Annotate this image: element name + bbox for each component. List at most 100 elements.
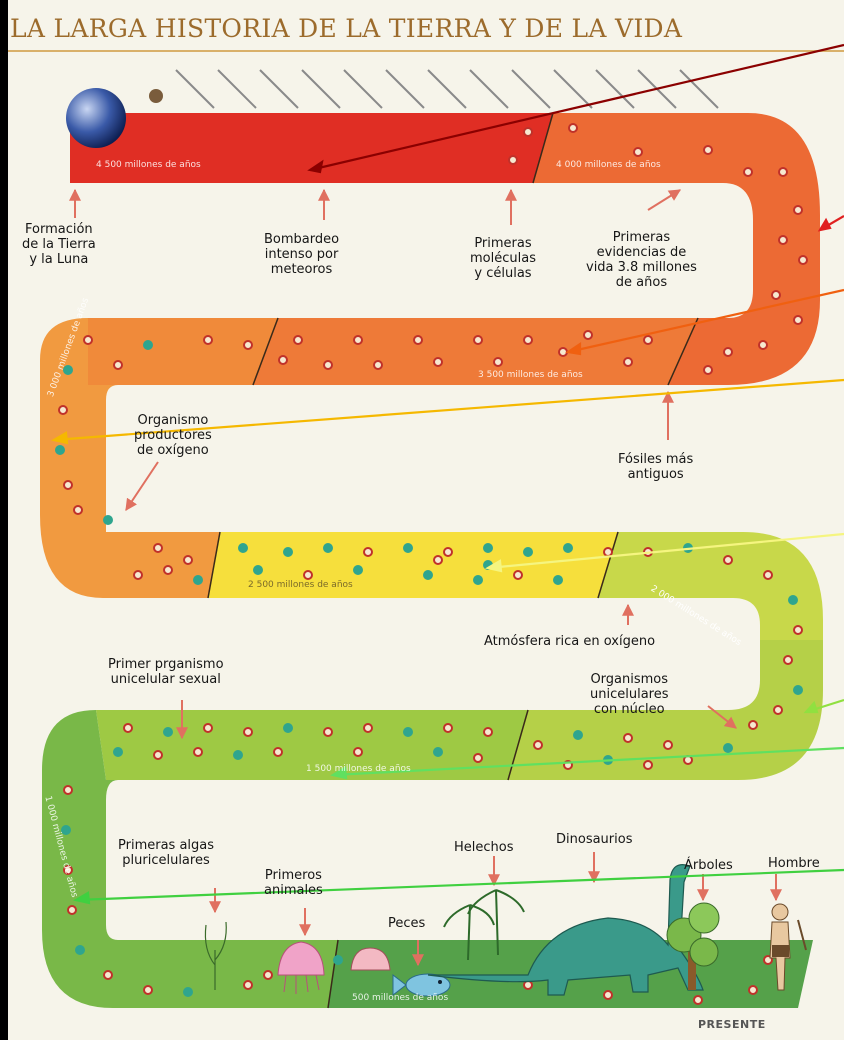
organism-dot (564, 544, 572, 552)
organism-dot (364, 724, 372, 732)
organism-dot (184, 556, 192, 564)
organism-dot (644, 761, 652, 769)
organism-dot (184, 988, 192, 996)
infographic: LA LARGA HISTORIA DE LA TIERRA Y DE LA V… (8, 0, 844, 1040)
label-hombre: Hombre (768, 856, 820, 871)
label-atmosfera: Atmósfera rica en oxígeno (484, 634, 655, 649)
organism-dot (324, 728, 332, 736)
organism-dot (404, 728, 412, 736)
organism-dot (444, 724, 452, 732)
organism-dot (304, 571, 312, 579)
meteor-streaks (176, 70, 718, 108)
organism-dot (474, 576, 482, 584)
organism-dot (799, 256, 807, 264)
organism-dot (779, 168, 787, 176)
organism-dot (154, 544, 162, 552)
organism-dot (749, 986, 757, 994)
organism-dot (794, 206, 802, 214)
organism-dot (194, 576, 202, 584)
organism-dot (294, 336, 302, 344)
organism-dot (324, 361, 332, 369)
organism-dot (444, 548, 452, 556)
organism-dot (354, 748, 362, 756)
label-peces: Peces (388, 916, 425, 931)
band-label-1500: 1 500 millones de años (306, 764, 411, 774)
organism-dot (704, 366, 712, 374)
overlay-arrow-8 (76, 870, 844, 900)
organism-dot (144, 341, 152, 349)
organism-dot (484, 728, 492, 736)
organism-dot (74, 506, 82, 514)
band-label-4500: 4 500 millones de años (96, 160, 201, 170)
organism-dot (144, 986, 152, 994)
organism-dot (244, 341, 252, 349)
organism-dot (524, 336, 532, 344)
organism-dot (104, 971, 112, 979)
organism-dot (509, 156, 517, 164)
organism-dot (559, 348, 567, 356)
label-dinosaurios: Dinosaurios (556, 832, 632, 847)
organism-dot (114, 361, 122, 369)
organism-dot (154, 751, 162, 759)
organism-dot (164, 728, 172, 736)
organism-dot (569, 124, 577, 132)
organism-dot (794, 686, 802, 694)
organism-dot (484, 544, 492, 552)
organism-dot (534, 741, 542, 749)
organism-dot (664, 741, 672, 749)
organism-dot (724, 348, 732, 356)
organism-dot (744, 168, 752, 176)
organism-dot (204, 336, 212, 344)
organism-dot (554, 576, 562, 584)
band-label-3500: 3 500 millones de años (478, 370, 583, 380)
organism-dot (434, 556, 442, 564)
organism-dot (239, 544, 247, 552)
organism-dot (62, 826, 70, 834)
organism-dot (194, 748, 202, 756)
organism-dot (779, 236, 787, 244)
organism-dot (789, 596, 797, 604)
organism-dot (724, 556, 732, 564)
label-presente: PRESENTE (698, 1018, 766, 1031)
organism-dot (694, 996, 702, 1004)
organism-dot (624, 734, 632, 742)
earth-icon (66, 88, 126, 148)
organism-dot (244, 981, 252, 989)
organism-dot (354, 336, 362, 344)
label-animales: Primerosanimales (264, 868, 323, 898)
organism-dot (434, 358, 442, 366)
organism-dot (254, 566, 262, 574)
organism-dot (794, 316, 802, 324)
organism-dot (574, 731, 582, 739)
organism-dot (234, 751, 242, 759)
organism-dot (334, 956, 342, 964)
label-algas: Primeras algaspluricelulares (118, 838, 214, 868)
band-label-500: 500 millones de años (352, 993, 448, 1003)
organism-dot (284, 548, 292, 556)
organism-dot (759, 341, 767, 349)
organism-dot (624, 358, 632, 366)
organism-dot (68, 906, 76, 914)
organism-dot (634, 148, 642, 156)
label-helechos: Helechos (454, 840, 514, 855)
organism-dot (704, 146, 712, 154)
organism-dot (374, 361, 382, 369)
organism-dot (494, 358, 502, 366)
organism-dot (279, 356, 287, 364)
organism-dot (644, 336, 652, 344)
band-label-2500: 2 500 millones de años (248, 580, 353, 590)
organism-dot (204, 724, 212, 732)
organism-dot (76, 946, 84, 954)
organism-dot (524, 128, 532, 136)
organism-dot (364, 548, 372, 556)
organism-dot (354, 566, 362, 574)
organism-dot (84, 336, 92, 344)
organism-dot (784, 656, 792, 664)
organism-dot (724, 744, 732, 752)
organism-dot (749, 721, 757, 729)
organism-dot (424, 571, 432, 579)
